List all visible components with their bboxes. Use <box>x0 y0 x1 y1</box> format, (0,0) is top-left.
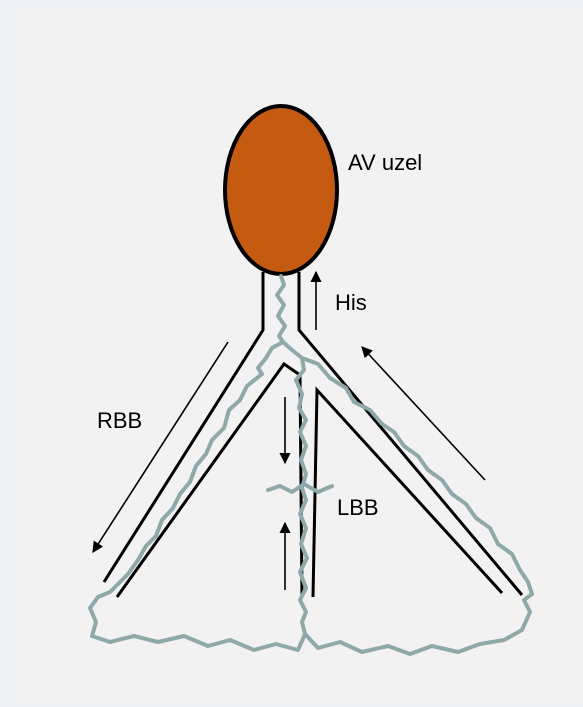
his-right-wall <box>299 272 522 595</box>
left-branch-inner <box>313 390 502 597</box>
purkinje-network-pathway <box>90 597 530 654</box>
conduction-pathway <box>90 276 532 654</box>
av-node <box>225 106 337 274</box>
lbb-label: LBB <box>337 495 379 520</box>
rbb-label: RBB <box>97 408 142 433</box>
right-branch-inner <box>117 364 302 597</box>
his-label: His <box>335 290 367 315</box>
bundle-outline <box>104 272 522 597</box>
his-bundle-pathway <box>277 276 285 342</box>
av-node-label: AV uzel <box>348 150 422 175</box>
